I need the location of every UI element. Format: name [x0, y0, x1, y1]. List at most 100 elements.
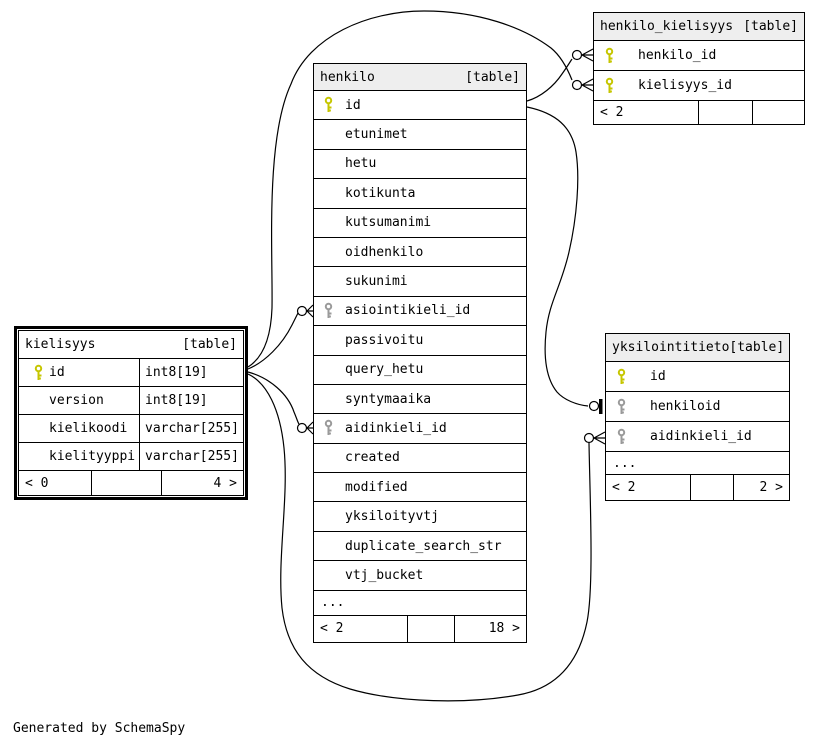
column-row-kielisyys-version[interactable]: version int8[19]: [19, 387, 243, 415]
column-row-henkilo_kielisyys-kielisyys_id[interactable]: kielisyys_id: [594, 71, 804, 101]
table-kielisyys: kielisyys [table] id int8[19] version int8[…: [18, 330, 244, 496]
column-row-henkilo-etunimet[interactable]: etunimet: [314, 120, 526, 150]
connector-yksilointitieto-henkiloid: [588, 399, 603, 414]
column-row-henkilo-passivoitu[interactable]: passivoitu: [314, 326, 526, 356]
column-name: id: [49, 365, 65, 380]
column-name: kotikunta: [345, 185, 416, 201]
column-type: int8[19]: [139, 387, 243, 414]
relation-count-cell: < 0: [25, 475, 49, 491]
connector-henkilo-aidinkieli: [296, 421, 314, 435]
column-row-henkilo-hetu[interactable]: hetu: [314, 150, 526, 180]
column-name: modified: [345, 479, 408, 495]
column-name: kielikoodi: [49, 421, 128, 436]
column-row-henkilo-yksiloityvtj[interactable]: yksiloityvtj: [314, 502, 526, 532]
column-row-kielisyys-kielikoodi[interactable]: kielikoodi varchar[255]: [19, 415, 243, 443]
column-row-henkilo-kutsumanimi[interactable]: kutsumanimi: [314, 209, 526, 238]
edge-kielisyys-to-henkilo-kielisyys: [247, 10, 573, 368]
primary-key-icon: [33, 364, 44, 381]
column-name: kielisyys_id: [638, 78, 732, 93]
edge-henkilo-to-henkilo-kielisyys: [526, 58, 573, 102]
relation-count-cell: [690, 475, 733, 500]
column-name: sukunimi: [345, 274, 408, 290]
column-name: query_hetu: [345, 362, 424, 378]
column-row-henkilo-modified[interactable]: modified: [314, 473, 526, 503]
column-row-henkilo-syntymaaika[interactable]: syntymaaika: [314, 385, 526, 415]
column-row-henkilo_kielisyys-henkilo_id[interactable]: henkilo_id: [594, 41, 804, 71]
column-name: created: [345, 450, 400, 466]
relation-count-cell: < 2: [320, 621, 344, 637]
foreign-key-icon: [616, 398, 627, 415]
column-name: version: [49, 393, 104, 408]
column-name: vtj_bucket: [345, 567, 424, 583]
relation-count-cell: 4 >: [161, 471, 243, 495]
column-row-yksilointitieto-aidinkieli_id[interactable]: aidinkieli_id: [606, 422, 789, 452]
column-row-yksilointitieto-id[interactable]: id: [606, 362, 789, 392]
column-name: kutsumanimi: [345, 215, 432, 231]
column-name: syntymaaika: [345, 391, 432, 407]
table-henkilo-tag: [table]: [465, 69, 520, 85]
column-name: kielityyppi: [49, 449, 136, 464]
table-henkilo-kielisyys-name[interactable]: henkilo_kielisyys: [600, 19, 734, 34]
table-kielisyys-name[interactable]: kielisyys: [25, 337, 96, 352]
column-name: etunimet: [345, 127, 408, 143]
column-name: henkilo_id: [638, 48, 717, 63]
relation-count-cell: < 2: [612, 480, 636, 495]
table-kielisyys-tag: [table]: [182, 337, 237, 352]
column-row-henkilo-sukunimi[interactable]: sukunimi: [314, 267, 526, 297]
relation-count-bar: < 2 2 >: [606, 475, 789, 500]
foreign-key-icon: [323, 420, 334, 437]
table-henkilo-kielisyys-tag: [table]: [743, 19, 798, 34]
table-henkilo-name[interactable]: henkilo: [320, 69, 375, 85]
column-name: asiointikieli_id: [345, 303, 471, 319]
primary-key-icon: [604, 47, 615, 64]
relation-count-cell: [407, 615, 454, 642]
foreign-key-icon: [323, 302, 334, 319]
primary-key-icon: [616, 368, 627, 385]
table-yksilointitieto-header[interactable]: yksilointitieto [table]: [606, 334, 789, 362]
table-henkilo-header[interactable]: henkilo [table]: [314, 64, 526, 91]
column-row-henkilo-oidhenkilo[interactable]: oidhenkilo: [314, 238, 526, 268]
edge-kielisyys-to-yksilointitieto-aidinkieli: [247, 373, 592, 702]
column-name: henkiloid: [650, 399, 721, 414]
column-name: passivoitu: [345, 332, 424, 348]
table-yksilointitieto-name[interactable]: yksilointitieto: [612, 340, 730, 355]
relation-count-cell: < 2: [600, 105, 624, 120]
table-henkilo: henkilo [table] id etunimet hetu kotikunta k…: [313, 63, 527, 643]
relation-count-bar: < 0 4 >: [19, 471, 243, 495]
column-name: yksiloityvtj: [345, 509, 439, 525]
column-name: duplicate_search_str: [345, 538, 502, 554]
column-row-henkilo-aidinkieli_id[interactable]: aidinkieli_id: [314, 414, 526, 444]
column-type: int8[19]: [139, 359, 243, 386]
column-name: hetu: [345, 156, 377, 172]
table-yksilointitieto: yksilointitieto [table] id henkiloid aidin…: [605, 333, 790, 501]
table-kielisyys-header[interactable]: kielisyys [table]: [19, 331, 243, 359]
column-row-henkilo-kotikunta[interactable]: kotikunta: [314, 179, 526, 209]
connector-yksilointitieto-aidinkieli: [583, 431, 606, 445]
column-type: varchar[255]: [139, 415, 243, 442]
column-row-henkilo-duplicate_search_str[interactable]: duplicate_search_str: [314, 532, 526, 562]
edge-kielisyys-to-henkilo-asiointikieli: [247, 312, 299, 370]
column-row-henkilo-query_hetu[interactable]: query_hetu: [314, 356, 526, 385]
relation-count-cell: [752, 101, 804, 124]
relation-count-cell: 2 >: [733, 475, 789, 500]
connector-henkilo-asiointikieli: [296, 304, 314, 318]
column-row-henkilo-created[interactable]: created: [314, 444, 526, 474]
foreign-key-icon: [616, 428, 627, 445]
connector-henkilo-kielisyys-kielisyys-id: [571, 78, 594, 92]
column-row-kielisyys-id[interactable]: id int8[19]: [19, 359, 243, 387]
column-row-henkilo-asiointikieli_id[interactable]: asiointikieli_id: [314, 297, 526, 327]
relation-count-cell: [698, 101, 752, 124]
column-row-yksilointitieto-henkiloid[interactable]: henkiloid: [606, 392, 789, 422]
table-henkilo-kielisyys-header[interactable]: henkilo_kielisyys [table]: [594, 13, 804, 41]
edge-kielisyys-to-henkilo-aidinkieli: [247, 371, 300, 425]
column-row-henkilo-vtj_bucket[interactable]: vtj_bucket: [314, 561, 526, 591]
column-row-henkilo-id[interactable]: id: [314, 91, 526, 121]
table-yksilointitieto-tag: [table]: [729, 340, 785, 355]
column-type: varchar[255]: [139, 443, 243, 470]
hidden-columns-ellipsis: ...: [314, 591, 526, 616]
relation-count-cell: [91, 471, 161, 495]
